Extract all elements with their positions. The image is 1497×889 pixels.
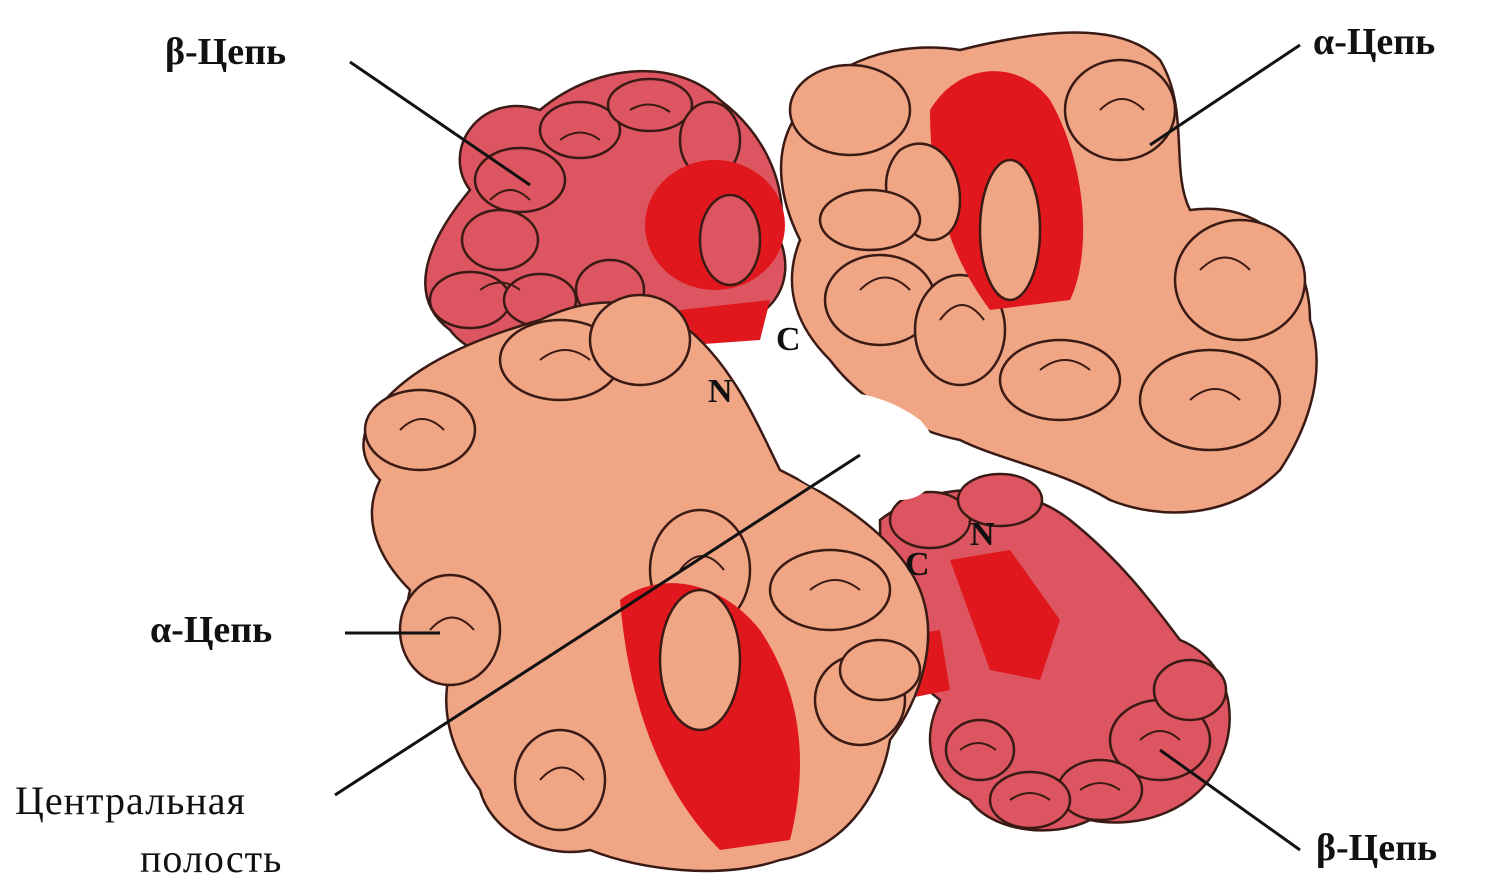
label-alpha-chain-left: α-Цепь (150, 608, 272, 652)
c-terminus-lower: C (905, 546, 930, 583)
c-terminus-upper: C (776, 321, 801, 358)
n-terminus-upper: N (708, 373, 733, 410)
label-alpha-chain-top-right: α-Цепь (1313, 20, 1435, 64)
label-central-cavity-line2: полость (140, 833, 282, 885)
label-central-cavity-line1: Центральная (15, 775, 246, 827)
label-beta-chain-bottom-right: β-Цепь (1316, 826, 1437, 870)
alpha-chain-bottom-left (363, 295, 928, 871)
label-beta-chain-top-left: β-Цепь (165, 30, 286, 74)
n-terminus-lower: N (970, 516, 995, 553)
beta-chain-bottom-right (880, 474, 1230, 830)
